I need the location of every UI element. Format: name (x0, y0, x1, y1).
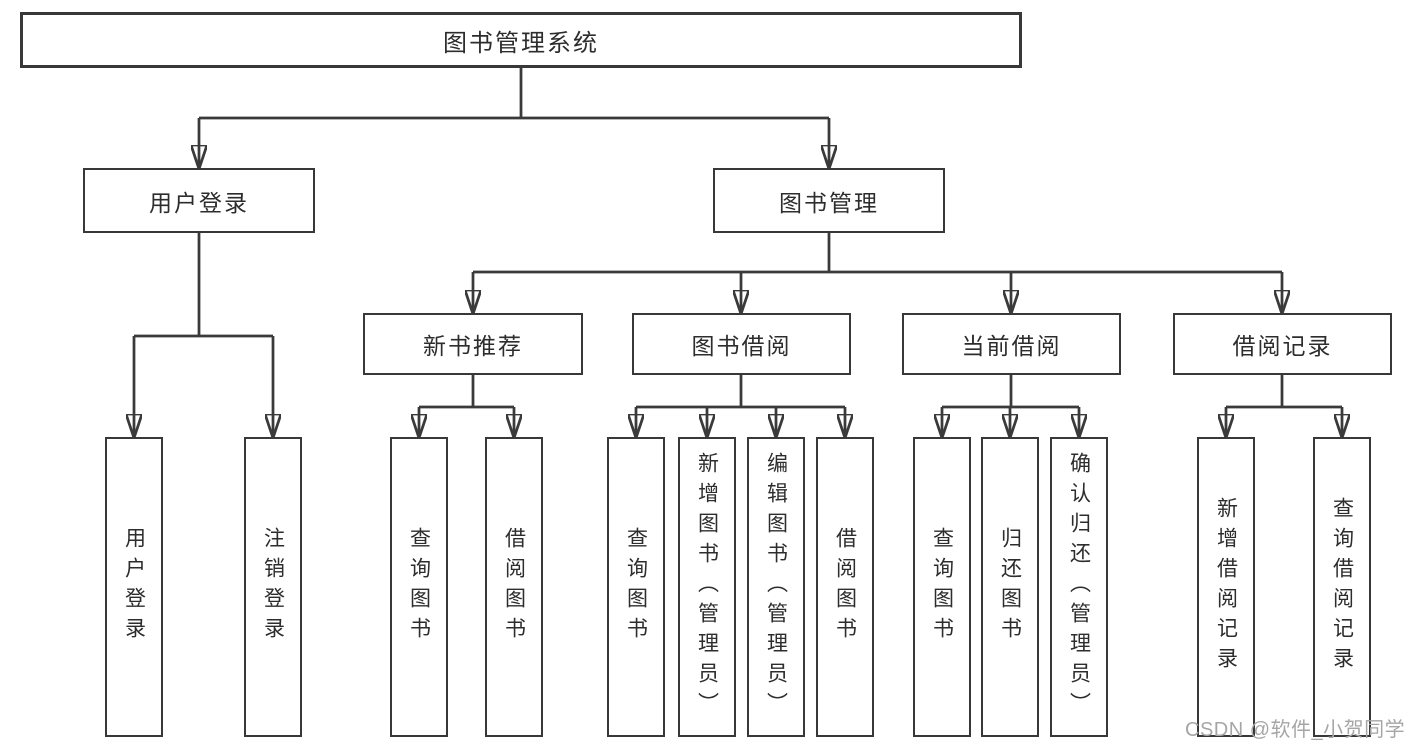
node-new-book-recommendation: 新书推荐 (363, 313, 583, 375)
leaf-logout-login: 注销登录 (244, 437, 302, 737)
node-borrowing-records: 借阅记录 (1173, 313, 1392, 375)
leaf-query-books-borrowing: 查询图书 (607, 437, 665, 737)
leaf-confirm-return-admin: 确认归还（管理员） (1050, 437, 1108, 737)
leaf-borrow-books-borrowing: 借阅图书 (816, 437, 874, 737)
leaf-query-borrowing-record: 查询借阅记录 (1313, 437, 1371, 737)
leaf-edit-books-admin: 编辑图书（管理员） (747, 437, 805, 737)
leaf-query-books-current: 查询图书 (913, 437, 971, 737)
node-book-borrowing: 图书借阅 (632, 313, 851, 375)
leaf-borrow-books-recommend: 借阅图书 (485, 437, 543, 737)
node-book-management: 图书管理 (713, 168, 945, 233)
leaf-add-borrowing-record: 新增借阅记录 (1197, 437, 1255, 737)
watermark-text: CSDN @软件_小贺同学 (1185, 719, 1405, 741)
leaf-add-books-admin: 新增图书（管理员） (678, 437, 736, 737)
node-current-borrowing: 当前借阅 (902, 313, 1121, 375)
node-library-system: 图书管理系统 (20, 12, 1022, 68)
node-user-login: 用户登录 (83, 168, 315, 233)
leaf-user-login: 用户登录 (105, 437, 163, 737)
leaf-return-books: 归还图书 (981, 437, 1039, 737)
leaf-query-books-recommend: 查询图书 (390, 437, 448, 737)
